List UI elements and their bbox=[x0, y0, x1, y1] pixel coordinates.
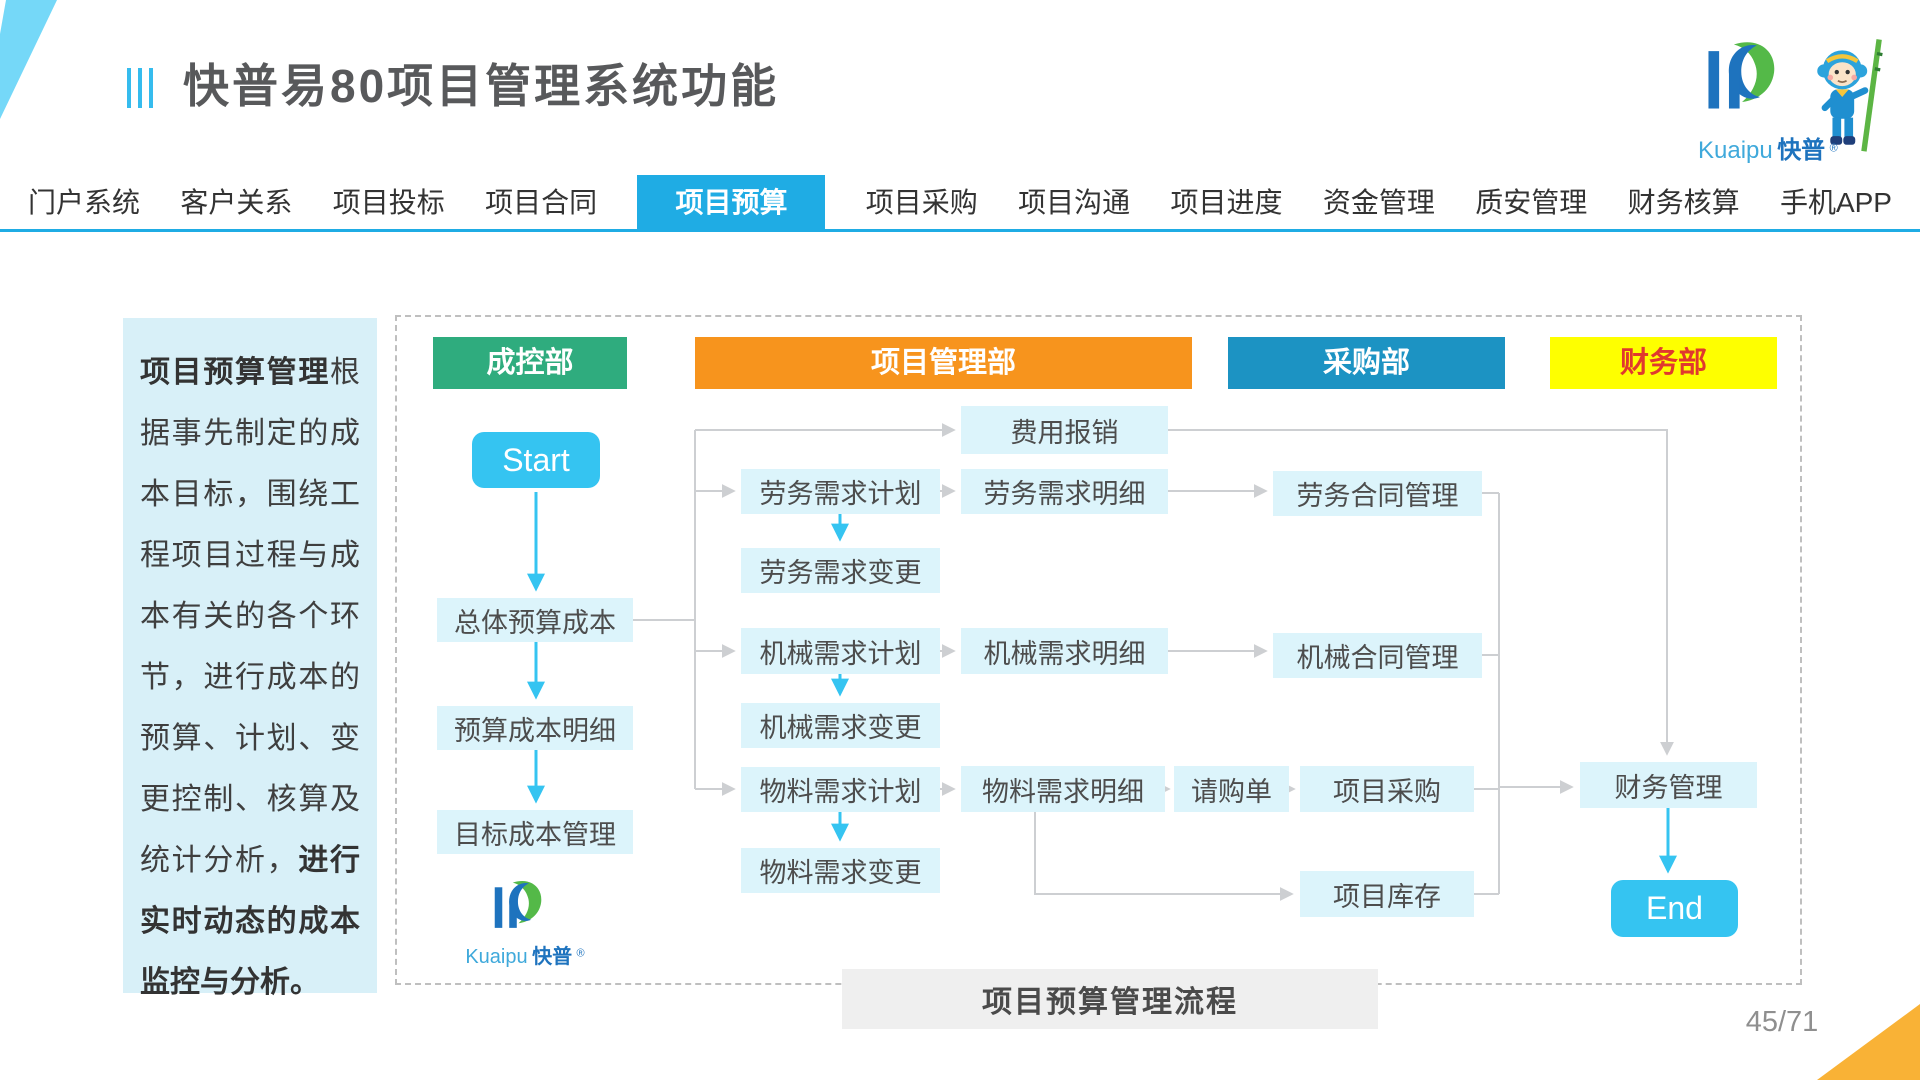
node-labor-contract-management: 劳务合同管理 bbox=[1273, 471, 1482, 516]
node-machine-demand-plan: 机械需求计划 bbox=[741, 628, 940, 674]
dept-header-project-management: 项目管理部 bbox=[695, 337, 1192, 389]
dept-header-cost-control: 成控部 bbox=[433, 337, 627, 389]
brand-logo: Kuaipu 快普 ® bbox=[1698, 34, 1912, 168]
node-machine-contract-management: 机械合同管理 bbox=[1273, 633, 1482, 678]
title-accent-bars-icon bbox=[127, 68, 153, 108]
node-project-inventory: 项目库存 bbox=[1300, 871, 1474, 917]
node-labor-demand-change: 劳务需求变更 bbox=[741, 548, 940, 593]
budget-description-panel: 项目预算管理根据事先制定的成本目标，围绕工程项目过程与成本有关的各个环节，进行成… bbox=[123, 318, 377, 999]
brand-wordmark: Kuaipu 快普 ® bbox=[1698, 130, 1838, 165]
brand-name-en: Kuaipu bbox=[1698, 137, 1773, 164]
brand-name-en: Kuaipu bbox=[465, 946, 528, 968]
node-material-demand-change: 物料需求变更 bbox=[741, 848, 940, 893]
tab-portal-system[interactable]: 门户系统 bbox=[28, 186, 141, 218]
registered-mark: ® bbox=[576, 947, 585, 960]
kuaipu-logo-icon bbox=[1706, 38, 1788, 120]
tab-project-communication[interactable]: 项目沟通 bbox=[1018, 186, 1131, 218]
node-labor-demand-plan: 劳务需求计划 bbox=[741, 469, 940, 514]
page-title: 快普易80项目管理系统功能 bbox=[183, 60, 780, 112]
node-material-demand-plan: 物料需求计划 bbox=[741, 767, 940, 812]
dept-header-finance: 财务部 bbox=[1550, 337, 1777, 389]
tab-mobile-app[interactable]: 手机APP bbox=[1779, 186, 1892, 218]
node-labor-demand-detail: 劳务需求明细 bbox=[961, 469, 1168, 514]
tab-project-budget-active[interactable]: 项目预算 bbox=[637, 174, 826, 231]
node-purchase-request: 请购单 bbox=[1174, 766, 1289, 812]
corner-decoration-top-left bbox=[0, 0, 57, 119]
tab-project-contract[interactable]: 项目合同 bbox=[485, 186, 598, 218]
node-machine-demand-detail: 机械需求明细 bbox=[961, 628, 1168, 674]
node-machine-demand-change: 机械需求变更 bbox=[741, 703, 940, 748]
tab-project-bidding[interactable]: 项目投标 bbox=[332, 186, 445, 218]
tab-customer-relations[interactable]: 客户关系 bbox=[180, 186, 293, 218]
brand-name-zh: 快普 bbox=[532, 946, 573, 968]
tab-fund-management[interactable]: 资金管理 bbox=[1322, 186, 1435, 218]
monkey-mascot-icon bbox=[1814, 34, 1890, 160]
node-project-procurement: 项目采购 bbox=[1300, 766, 1474, 812]
node-finance-management: 财务管理 bbox=[1580, 762, 1757, 808]
node-overall-budget-cost: 总体预算成本 bbox=[437, 598, 633, 642]
tab-financial-accounting[interactable]: 财务核算 bbox=[1627, 186, 1740, 218]
description-tail-bold: 进行实时动态的成本监控与分析。 bbox=[140, 844, 361, 999]
node-expense-reimbursement: 费用报销 bbox=[961, 406, 1168, 454]
tab-project-progress[interactable]: 项目进度 bbox=[1170, 186, 1283, 218]
node-target-cost-management: 目标成本管理 bbox=[437, 810, 633, 854]
description-lead-bold: 项目预算管理 bbox=[140, 356, 330, 389]
brand-name-zh: 快普 bbox=[1777, 137, 1826, 164]
node-start: Start bbox=[472, 432, 600, 488]
watermark-logo: Kuaipu 快普 ® bbox=[455, 878, 595, 986]
node-budget-cost-detail: 预算成本明细 bbox=[437, 706, 633, 750]
kuaipu-logo-icon bbox=[493, 878, 551, 936]
node-material-demand-detail: 物料需求明细 bbox=[961, 766, 1165, 812]
description-body: 根据事先制定的成本目标，围绕工程项目过程与成本有关的各个环节，进行成本的预算、计… bbox=[140, 356, 360, 877]
page-number: 45/71 bbox=[1745, 1006, 1819, 1038]
module-tab-bar: 门户系统 客户关系 项目投标 项目合同 项目预算 项目采购 项目沟通 项目进度 … bbox=[0, 174, 1920, 232]
tab-project-procurement[interactable]: 项目采购 bbox=[865, 186, 978, 218]
tab-quality-safety[interactable]: 质安管理 bbox=[1475, 186, 1588, 218]
node-end: End bbox=[1611, 880, 1738, 937]
flowchart-caption: 项目预算管理流程 bbox=[842, 969, 1378, 1029]
dept-header-purchasing: 采购部 bbox=[1228, 337, 1505, 389]
registered-mark: ® bbox=[1829, 142, 1838, 155]
watermark-wordmark: Kuaipu 快普 ® bbox=[455, 940, 595, 969]
